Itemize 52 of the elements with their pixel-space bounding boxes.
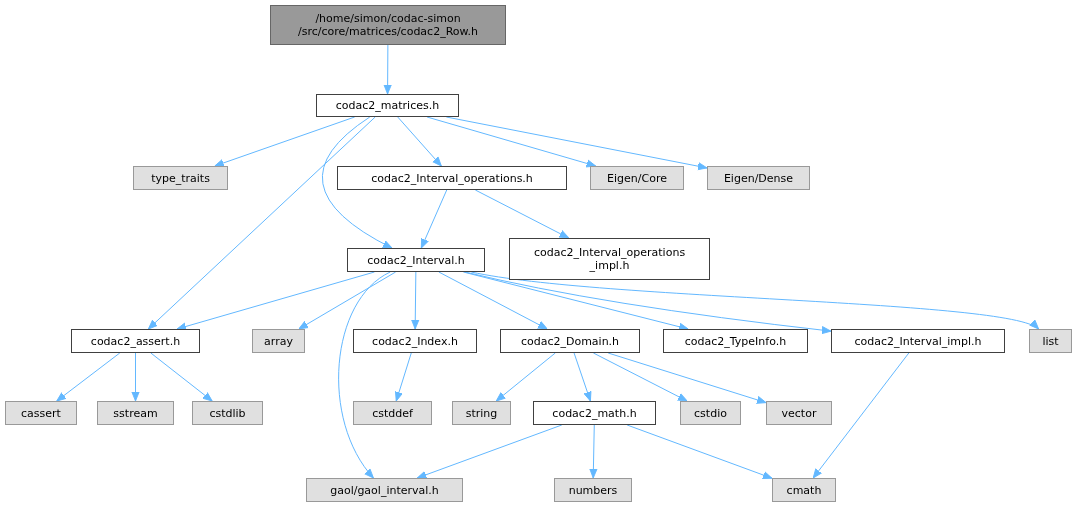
file-box: list: [1029, 329, 1072, 353]
file-box: string: [452, 401, 511, 425]
file-box: cassert: [5, 401, 77, 425]
file-box: Eigen/Dense: [707, 166, 810, 190]
file-box: codac2_Domain.h: [500, 329, 640, 353]
file-box: codac2_Interval_operations.h: [337, 166, 567, 190]
include-arrow: [573, 352, 592, 402]
include-arrow: [411, 271, 420, 330]
file-box: codac2_Index.h: [353, 329, 477, 353]
file-box: codac2_Interval.h: [347, 248, 485, 272]
file-box: codac2_math.h: [533, 401, 656, 425]
include-arrow: [626, 424, 773, 479]
file-box: sstream: [97, 401, 174, 425]
file-box: codac2_assert.h: [71, 329, 200, 353]
include-arrow: [416, 424, 563, 479]
file-box: type_traits: [133, 166, 228, 190]
include-arrow: [474, 189, 570, 239]
include-arrow: [322, 116, 393, 249]
file-box: codac2_Interval_operations _impl.h: [509, 238, 710, 280]
include-arrow: [420, 189, 448, 249]
include-arrow: [298, 271, 397, 330]
file-box: vector: [766, 401, 832, 425]
include-arrow: [589, 424, 598, 479]
include-arrow: [150, 352, 213, 402]
file-box: codac2_Interval_impl.h: [831, 329, 1005, 353]
file-box: Eigen/Core: [590, 166, 684, 190]
include-arrow: [56, 352, 121, 402]
include-arrow: [147, 116, 376, 330]
file-box: codac2_matrices.h: [316, 94, 459, 117]
file-box: cstdio: [680, 401, 741, 425]
include-arrow: [131, 352, 140, 402]
file-box: /home/simon/codac-simon /src/core/matrices/codac2_Row.h: [270, 5, 506, 45]
include-arrow: [812, 352, 910, 479]
file-box: numbers: [554, 478, 632, 502]
file-box: gaol/gaol_interval.h: [306, 478, 463, 502]
include-arrow: [495, 352, 556, 402]
include-arrow: [438, 271, 548, 330]
include-arrow: [338, 271, 391, 479]
include-arrow: [214, 116, 356, 167]
include-arrow: [462, 271, 689, 331]
include-arrow: [176, 271, 375, 331]
file-box: codac2_TypeInfo.h: [663, 329, 808, 353]
include-arrow: [395, 352, 412, 402]
file-box: cstdlib: [192, 401, 263, 425]
include-arrow: [383, 44, 392, 95]
file-box: cmath: [772, 478, 836, 502]
include-arrow: [607, 352, 767, 404]
include-arrow: [426, 116, 597, 168]
include-arrow: [397, 116, 442, 167]
include-arrow: [592, 352, 688, 402]
file-box: array: [252, 329, 305, 353]
file-box: cstddef: [353, 401, 432, 425]
